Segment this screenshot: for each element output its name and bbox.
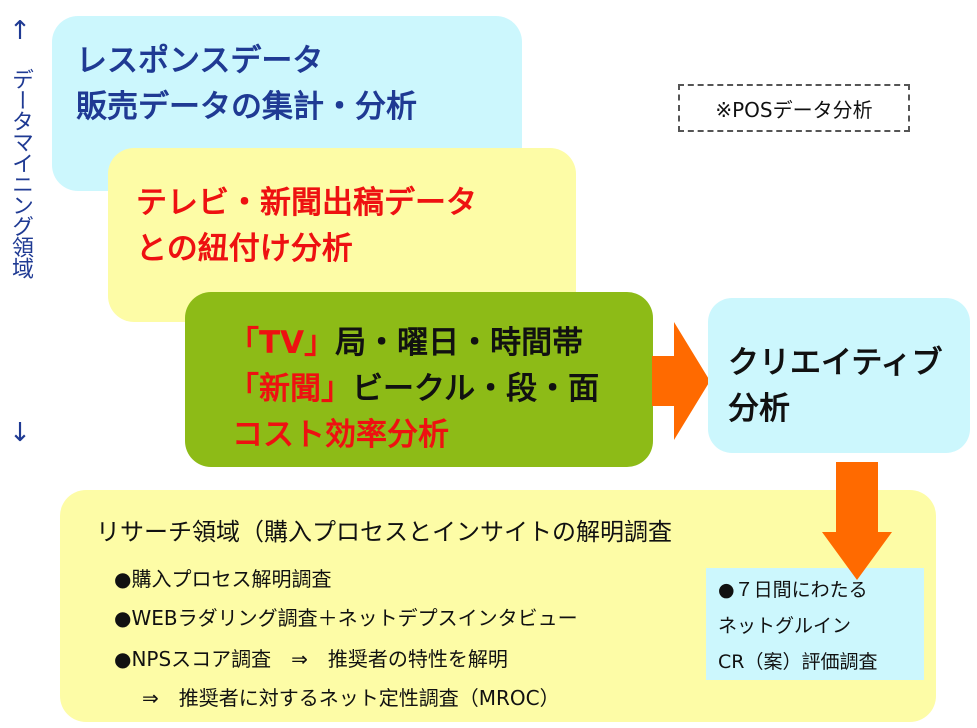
research-item: ●NPSスコア調査 ⇒ 推奨者の特性を解明 <box>114 647 508 671</box>
pos-note-text: ※POSデータ分析 <box>715 97 873 122</box>
media-line-2: との紐付け分析 <box>136 231 353 267</box>
paper-rest: ビークル・段・面 <box>352 371 600 407</box>
cr-line-2: ネットグルイン <box>718 615 852 637</box>
pos-line-2: 販売データの集計・分析 <box>76 89 417 125</box>
cr-line-3: CR（案）評価調査 <box>718 651 878 673</box>
tv-rest: 局・曜日・時間帯 <box>335 325 584 361</box>
creative-line-1: クリエイティブ <box>728 345 943 381</box>
creative-line-2: 分析 <box>728 391 790 427</box>
creative-analysis-box <box>708 298 970 453</box>
right-arrow-icon <box>652 322 710 440</box>
pos-line-1: レスポンスデータ <box>76 43 324 79</box>
research-item: ●WEBラダリング調査＋ネットデプスインタビュー <box>114 606 578 630</box>
cost-efficiency-box <box>185 292 653 467</box>
pos-note-badge: ※POSデータ分析 <box>678 84 910 132</box>
research-item: ●購入プロセス解明調査 <box>114 567 332 591</box>
media-line-1: テレビ・新聞出稿データ <box>136 185 477 221</box>
research-title: リサーチ領域（購入プロセスとインサイトの解明調査 <box>96 518 672 546</box>
tv-bracket: 「TV」 <box>228 325 336 361</box>
paper-bracket: 「新聞」 <box>228 371 352 407</box>
cost-line: コスト効率分析 <box>232 417 449 453</box>
tv-line: 「TV」局・曜日・時間帯 <box>228 320 583 366</box>
newspaper-line: 「新聞」ビークル・段・面 <box>228 366 599 412</box>
down-arrow-icon: ↓ <box>9 418 31 448</box>
cr-evaluation-box: ●７日間にわたる ネットグルイン CR（案）評価調査 <box>706 568 924 680</box>
down-arrow-block-icon <box>822 462 892 580</box>
cr-line-1: ●７日間にわたる <box>718 579 868 601</box>
data-mining-area-label: データマイニング領域 <box>8 68 33 278</box>
research-item: ⇒ 推奨者に対するネット定性調査（MROC） <box>122 686 560 710</box>
up-arrow-icon: ↑ <box>9 16 31 46</box>
